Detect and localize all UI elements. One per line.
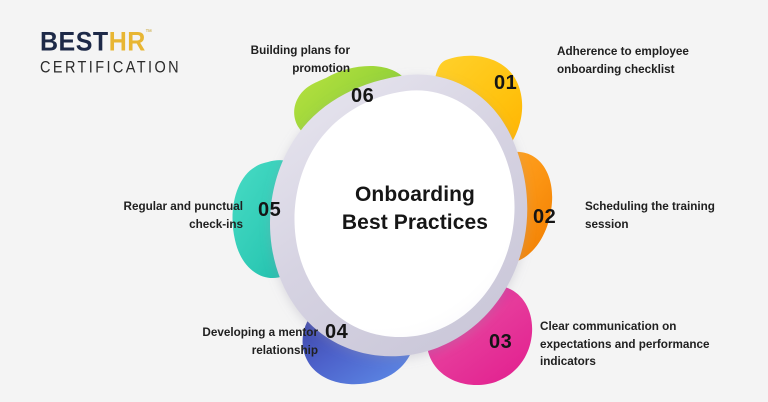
petal-caption-03: Clear communication on expectations and …	[540, 320, 710, 369]
petal-caption-02: Scheduling the training session	[585, 200, 715, 231]
petal-number-05: 05	[258, 199, 282, 221]
brand-logo-best-text: BEST	[40, 26, 109, 58]
petal-number-03: 03	[489, 331, 513, 353]
petal-number-06: 06	[351, 85, 375, 107]
core-shape	[294, 90, 515, 338]
petal-caption-06: Building plans for promotion	[250, 44, 350, 75]
petal-number-01: 01	[494, 72, 518, 94]
petal-number-04: 04	[325, 321, 349, 343]
center-title-line-1: Onboarding	[355, 183, 475, 206]
trademark-icon: ™	[145, 28, 153, 37]
brand-logo-hr-label: HR	[108, 26, 146, 58]
center-title: Onboarding Best Practices	[325, 181, 505, 237]
petal-caption-04: Developing a mentor relationship	[202, 326, 318, 357]
petal-number-02: 02	[533, 206, 557, 228]
petal-caption-01: Adherence to employee onboarding checkli…	[557, 45, 689, 76]
brand-logo-tagline: CERTIFICATION	[40, 59, 182, 77]
petal-caption-05: Regular and punctual check-ins	[123, 200, 243, 231]
center-title-line-2: Best Practices	[341, 210, 489, 234]
petal-diagram	[222, 28, 562, 386]
